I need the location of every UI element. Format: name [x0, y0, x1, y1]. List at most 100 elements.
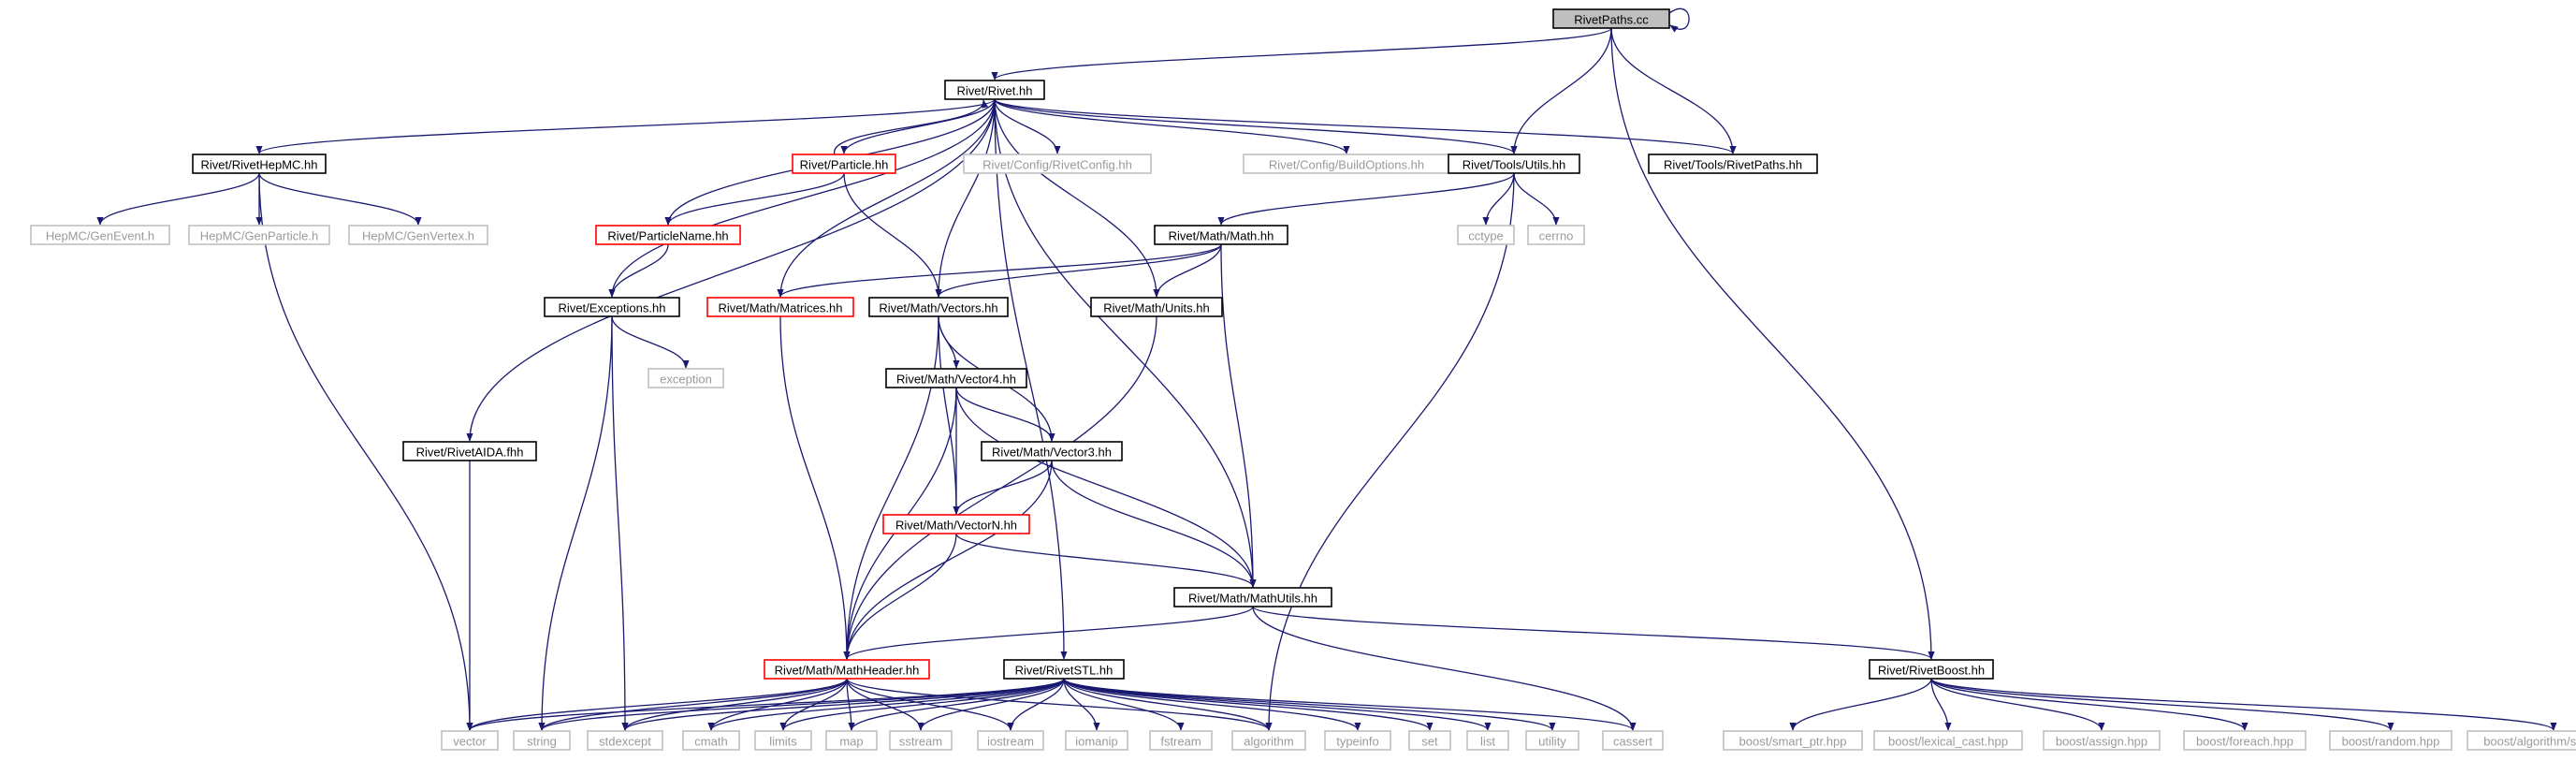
node-matrices[interactable]: Rivet/Math/Matrices.hh — [706, 297, 854, 317]
node-label-vectors: Rivet/Math/Vectors.hh — [879, 301, 997, 315]
edge-rivetboost-to-foreach — [1930, 678, 2249, 731]
node-vector4[interactable]: Rivet/Math/Vector4.hh — [885, 368, 1027, 388]
node-rivet[interactable]: Rivet/Rivet.hh — [944, 80, 1045, 100]
node-box-vectorn — [882, 514, 1030, 534]
node-box-cmath — [682, 730, 740, 751]
node-box-utils — [1448, 154, 1580, 174]
edge-exceptions-to-exception — [611, 315, 690, 369]
edge-mathheader-to-stdexcept — [621, 678, 848, 731]
node-label-utility: utility — [1538, 735, 1566, 749]
node-box-cctype — [1457, 225, 1515, 245]
edge-rivetstl-to-sstream — [917, 678, 1065, 731]
node-box-iostream — [977, 730, 1044, 751]
edge-mathheader-to-string — [538, 678, 848, 731]
node-label-iomanip: iomanip — [1075, 735, 1118, 749]
edge-math-to-vectors — [935, 243, 1222, 298]
node-label-genevent: HepMC/GenEvent.h — [46, 229, 154, 243]
node-label-buildoptions: Rivet/Config/BuildOptions.hh — [1269, 158, 1424, 172]
edge-vector3-to-mathheader — [843, 460, 1053, 660]
node-box-typeinfo — [1324, 730, 1391, 751]
edge-rivet-to-rivetconfig — [994, 98, 1061, 154]
node-mathheader[interactable]: Rivet/Math/MathHeader.hh — [764, 659, 930, 680]
node-box-lexicalcast — [1873, 730, 2023, 751]
node-label-vector3: Rivet/Math/Vector3.hh — [992, 446, 1112, 460]
node-cassert: cassert — [1602, 730, 1664, 751]
node-limits: limits — [754, 730, 812, 751]
node-cerrno: cerrno — [1527, 225, 1585, 245]
node-box-units — [1090, 297, 1223, 317]
node-label-string: string — [527, 735, 557, 749]
node-box-genvertex — [348, 225, 488, 245]
node-mathutils[interactable]: Rivet/Math/MathUtils.hh — [1173, 587, 1332, 607]
edge-rivetstl-to-vector — [466, 678, 1065, 731]
edge-particle-to-vectors — [843, 172, 942, 298]
node-string: string — [513, 730, 571, 751]
edge-rivet-to-mathutils — [994, 98, 1257, 588]
node-rivetboost[interactable]: Rivet/RivetBoost.hh — [1869, 659, 1994, 680]
edge-hepmc-to-genevent — [96, 172, 260, 226]
node-hepmc[interactable]: Rivet/RivetHepMC.hh — [192, 154, 327, 174]
node-utils[interactable]: Rivet/Tools/Utils.hh — [1448, 154, 1580, 174]
node-math[interactable]: Rivet/Math/Math.hh — [1154, 225, 1288, 245]
edge-rivet-to-utils — [994, 98, 1518, 154]
node-random: boost/random.hpp — [2329, 730, 2452, 751]
node-label-cctype: cctype — [1468, 229, 1504, 243]
node-label-vector: vector — [453, 735, 487, 749]
node-aida[interactable]: Rivet/RivetAIDA.fhh — [402, 441, 537, 461]
node-box-rivet — [944, 80, 1045, 100]
edge-rivetboost-to-lexicalcast — [1930, 678, 1952, 731]
node-particlename[interactable]: Rivet/ParticleName.hh — [595, 225, 741, 245]
node-box-random — [2329, 730, 2452, 751]
node-label-foreach: boost/foreach.hpp — [2196, 735, 2293, 749]
edge-particlename-to-exceptions — [608, 243, 669, 298]
edge-rivetboost-to-random — [1930, 678, 2394, 731]
dependency-nodes: RivetPaths.ccRivet/Rivet.hhRivet/RivetHe… — [30, 8, 2576, 751]
node-box-iomanip — [1065, 730, 1128, 751]
node-box-sstream — [889, 730, 953, 751]
node-box-vector — [441, 730, 499, 751]
node-iomanip: iomanip — [1065, 730, 1128, 751]
node-root[interactable]: RivetPaths.cc — [1552, 8, 1670, 29]
node-rivetstl[interactable]: Rivet/RivetSTL.hh — [1003, 659, 1125, 680]
node-box-cerrno — [1527, 225, 1585, 245]
edge-rivet-to-matrices — [777, 98, 996, 298]
edge-particle-to-particlename — [664, 172, 845, 226]
node-box-particlename — [595, 225, 741, 245]
node-label-limits: limits — [769, 735, 797, 749]
edge-vectors-to-mathheader — [843, 315, 939, 660]
node-label-set: set — [1421, 735, 1438, 749]
node-box-genparticle — [188, 225, 330, 245]
node-box-exceptions — [544, 297, 680, 317]
node-label-cmath: cmath — [694, 735, 727, 749]
edge-rivetstl-to-iostream — [1007, 678, 1065, 731]
node-label-rivetboost: Rivet/RivetBoost.hh — [1878, 664, 1985, 678]
node-exceptions[interactable]: Rivet/Exceptions.hh — [544, 297, 680, 317]
edge-utils-to-algorithm — [1265, 172, 1515, 731]
node-rivetpaths[interactable]: Rivet/Tools/RivetPaths.hh — [1648, 154, 1818, 174]
node-units[interactable]: Rivet/Math/Units.hh — [1090, 297, 1223, 317]
edge-rivetboost-to-algostring — [1930, 678, 2557, 731]
node-label-rivetconfig: Rivet/Config/RivetConfig.hh — [982, 158, 1132, 172]
node-vector3[interactable]: Rivet/Math/Vector3.hh — [981, 441, 1123, 461]
edge-rivetstl-to-cmath — [707, 678, 1065, 731]
node-label-stdexcept: stdexcept — [599, 735, 651, 749]
node-label-exception: exception — [660, 373, 712, 387]
node-label-sstream: sstream — [899, 735, 942, 749]
node-label-root: RivetPaths.cc — [1574, 13, 1649, 27]
node-label-exceptions: Rivet/Exceptions.hh — [559, 301, 666, 315]
edge-mathutils-to-cassert — [1252, 606, 1637, 731]
node-box-list — [1466, 730, 1509, 751]
node-box-string — [513, 730, 571, 751]
node-vector: vector — [441, 730, 499, 751]
node-box-vector3 — [981, 441, 1123, 461]
node-label-matrices: Rivet/Math/Matrices.hh — [719, 301, 843, 315]
node-label-fstream: fstream — [1160, 735, 1201, 749]
edge-rivetstl-to-set — [1063, 678, 1434, 731]
node-label-vectorn: Rivet/Math/VectorN.hh — [895, 519, 1017, 533]
node-particle[interactable]: Rivet/Particle.hh — [792, 154, 896, 174]
node-vectorn[interactable]: Rivet/Math/VectorN.hh — [882, 514, 1030, 534]
node-vectors[interactable]: Rivet/Math/Vectors.hh — [868, 297, 1009, 317]
edge-rivetstl-to-algorithm — [1063, 678, 1273, 731]
edge-vectorn-to-mathheader — [843, 533, 957, 660]
